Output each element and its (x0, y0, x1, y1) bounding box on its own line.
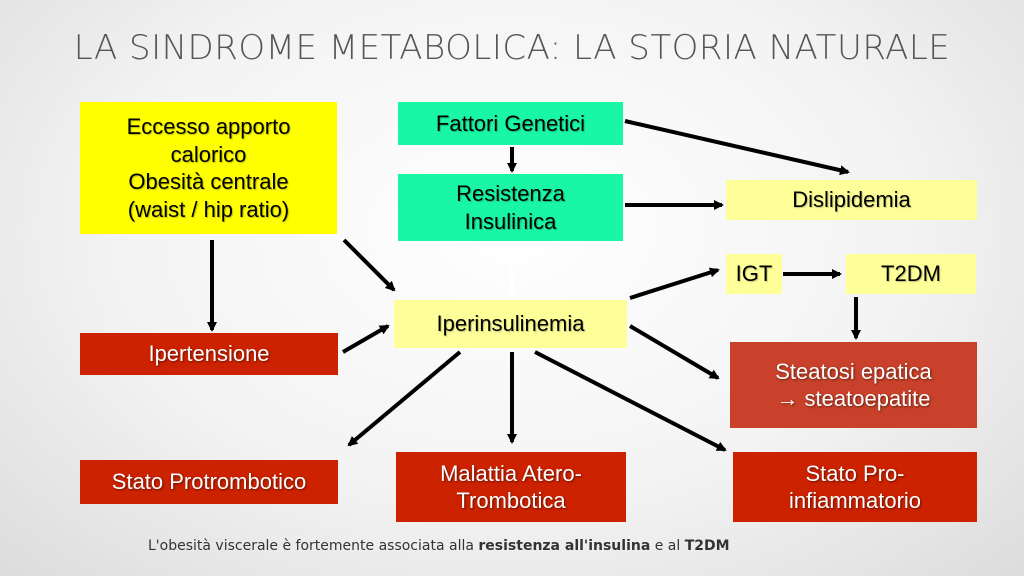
node-eccesso-apporto-calorico: Eccesso apporto calorico Obesità central… (80, 102, 337, 234)
slide-caption: L'obesità viscerale è fortemente associa… (148, 538, 730, 554)
node-proinfiammatorio-line-1: Stato Pro- (805, 460, 905, 486)
node-stato-protrombotico: Stato Protrombotico (80, 460, 338, 504)
node-resistenza-line-1: Resistenza (456, 181, 565, 206)
node-ipertensione: Ipertensione (80, 333, 338, 375)
caption-text-1: L'obesità viscerale è fortemente associa… (148, 538, 479, 554)
node-dislipidemia: Dislipidemia (726, 180, 977, 220)
caption-bold-t2dm: T2DM (684, 538, 730, 554)
node-steatosi-epatica: Steatosi epatica → steatoepatite (730, 342, 977, 428)
node-stato-proinfiammatorio: Stato Pro- infiammatorio (733, 452, 977, 522)
caption-bold-resistenza: resistenza all'insulina (478, 538, 651, 554)
node-igt: IGT (726, 254, 782, 294)
node-proinfiammatorio-line-2: infiammatorio (788, 488, 922, 513)
node-malattia-aterotrombotica: Malattia Atero- Trombotica (396, 452, 626, 522)
node-ipertensione-label: Ipertensione (148, 341, 270, 367)
arrow-eccesso-iperinsulinemia (342, 238, 396, 292)
node-fattori-label: Fattori Genetici (435, 110, 586, 136)
node-steatosi-line-1: Steatosi epatica (775, 358, 932, 384)
node-protrombotico-label: Stato Protrombotico (111, 469, 307, 495)
caption-text-2: e al (650, 538, 685, 554)
node-eccesso-line-2: calorico (170, 141, 247, 167)
node-dislipidemia-label: Dislipidemia (792, 187, 911, 213)
node-t2dm: T2DM (846, 254, 976, 294)
arrow-iperinsulinemia-proinfiammatorio (534, 350, 727, 452)
arrow-iperinsulinemia-igt (629, 267, 720, 300)
node-malattia-line-2: Trombotica (456, 488, 566, 513)
arrow-fattori-dislipidemia (624, 119, 850, 176)
node-eccesso-line-3: Obesità centrale (128, 169, 289, 194)
arrow-iperinsulinemia-steatosi (628, 324, 720, 380)
node-malattia-line-1: Malattia Atero- (440, 460, 582, 486)
node-eccesso-line-1: Eccesso apporto (126, 114, 291, 139)
node-igt-label: IGT (735, 261, 773, 287)
node-iperinsulinemia-label: Iperinsulinemia (436, 311, 585, 337)
node-resistenza-insulinica: Resistenza Insulinica (398, 174, 623, 241)
node-iperinsulinemia: Iperinsulinemia (394, 300, 627, 348)
node-steatosi-line-2: → steatoepatite (776, 386, 931, 411)
slide-title: LA SINDROME METABOLICA: LA STORIA NATURA… (73, 28, 951, 68)
node-resistenza-line-2: Insulinica (464, 208, 557, 234)
node-t2dm-label: T2DM (881, 261, 941, 287)
arrow-ipertensione-iperinsulinemia (341, 324, 390, 354)
node-fattori-genetici: Fattori Genetici (398, 102, 623, 145)
node-eccesso-line-4: (waist / hip ratio) (127, 196, 290, 222)
arrow-iperinsulinemia-protrombotico (347, 350, 462, 447)
